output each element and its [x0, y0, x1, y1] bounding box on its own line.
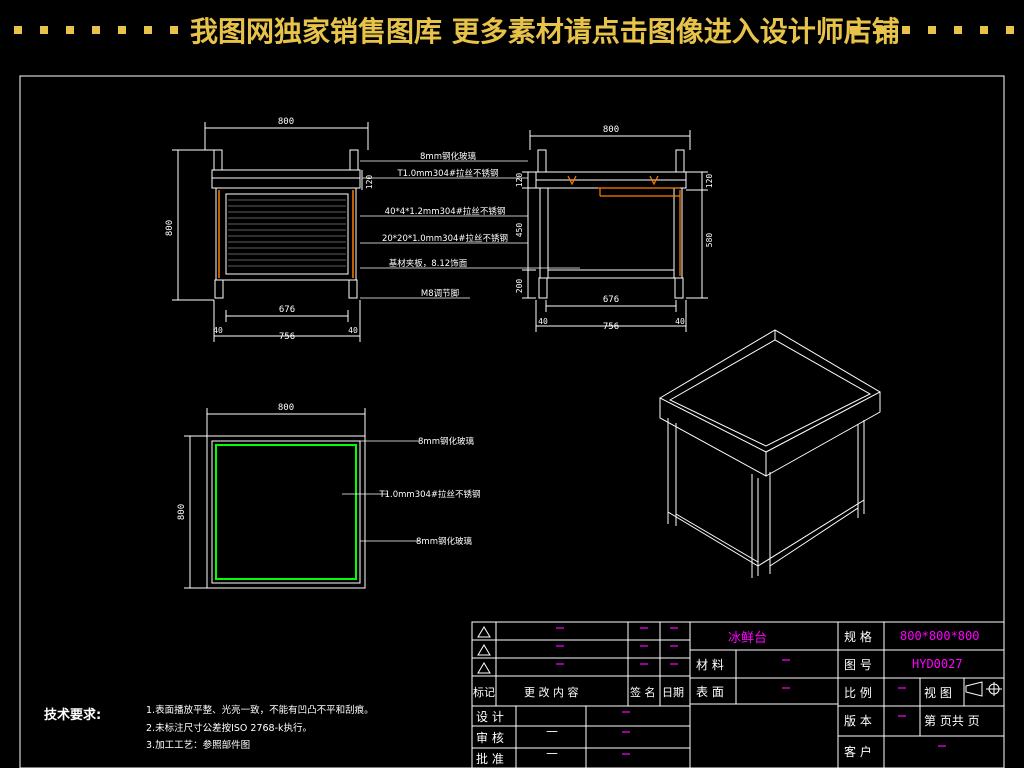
top-width-label: 800 — [278, 403, 294, 413]
banner-dot — [980, 26, 988, 34]
banner-dot — [170, 26, 178, 34]
change-label: 更 改 内 容 — [524, 686, 579, 699]
banner-dot — [1006, 26, 1014, 34]
tech-line-2: 2.未标注尺寸公差按ISO 2768-k执行。 — [146, 723, 312, 734]
mark-label: 标记 — [473, 686, 495, 699]
review-dash: — — [546, 724, 558, 738]
drawing-no-value: HYD0027 — [912, 657, 963, 671]
front-bottom-mid-label: 756 — [279, 332, 295, 342]
banner-dot — [14, 26, 22, 34]
design-label: 设 计 — [476, 710, 504, 724]
tech-line-3: 3.加工工艺：参照部件图 — [146, 740, 251, 751]
side-dim-left-top: 120 — [515, 173, 524, 188]
banner-dot — [40, 26, 48, 34]
page-label: 第 页共 页 — [924, 714, 980, 728]
side-bottom-right-label: 40 — [675, 317, 685, 326]
banner-dot — [850, 26, 858, 34]
tech-line-1: 1.表面播放平整、光亮一致，不能有凹凸不平和刮痕。 — [146, 705, 374, 716]
projection-symbol-icon — [965, 681, 1002, 697]
banner-dot — [144, 26, 152, 34]
sign-label: 签 名 — [630, 686, 656, 699]
side-dim-right-mid: 580 — [705, 233, 714, 248]
top-callout-glass: 8mm钢化玻璃 — [418, 436, 474, 447]
callout-steel-tube-40: 40*4*1.2mm304#拉丝不锈钢 — [385, 206, 506, 217]
front-view — [172, 122, 369, 301]
side-inner-detail — [567, 175, 681, 276]
side-width-label: 800 — [603, 125, 619, 135]
top-callout-steel: T1.0mm304#拉丝不锈钢 — [378, 489, 480, 500]
side-view — [522, 130, 708, 299]
banner-dot — [118, 26, 126, 34]
front-top-dim-label: 120 — [365, 175, 374, 190]
side-bottom-left-label: 40 — [538, 317, 548, 326]
top-banner: 我图网独家销售图库 更多素材请点击图像进入设计师店铺 — [0, 0, 1024, 64]
side-bottom-inner-label: 676 — [603, 295, 619, 305]
side-bottom-mid-label: 756 — [603, 322, 619, 332]
date-label: 日期 — [662, 686, 684, 699]
view-label: 视 图 — [924, 686, 952, 700]
banner-title[interactable]: 我图网独家销售图库 更多素材请点击图像进入设计师店铺 — [190, 15, 900, 48]
customer-label: 客 户 — [844, 745, 872, 759]
version-label: 版 本 — [844, 714, 872, 728]
side-dim-left-bottom: 200 — [515, 279, 524, 294]
scale-label: 比 例 — [844, 686, 872, 700]
spec-value: 800*800*800 — [900, 629, 980, 643]
approve-label: 批 准 — [476, 752, 504, 766]
title-block-grid — [471, 621, 1005, 768]
front-bottom-dims — [213, 300, 361, 342]
tech-title: 技术要求: — [44, 708, 102, 723]
banner-dot — [954, 26, 962, 34]
spec-label: 规 格 — [844, 630, 872, 644]
front-bottom-left-label: 40 — [213, 326, 223, 335]
callout-steel-sheet: T1.0mm304#拉丝不锈钢 — [396, 168, 498, 179]
front-bottom-inner-label: 676 — [279, 305, 295, 315]
revision-dashes — [556, 627, 946, 755]
material-label: 材 料 — [696, 658, 724, 672]
banner-dot — [876, 26, 884, 34]
revision-triangles — [477, 626, 491, 674]
approve-dash: — — [546, 746, 558, 760]
side-bottom-dims — [535, 300, 687, 332]
callout-plywood: 基材夹板，8.12饰面 — [389, 258, 468, 269]
side-dim-right-top: 120 — [705, 174, 714, 189]
callout-leaders — [360, 160, 580, 299]
top-view — [184, 408, 366, 589]
banner-dot — [66, 26, 74, 34]
top-callout-glass-2: 8mm钢化玻璃 — [416, 536, 472, 547]
banner-dot — [928, 26, 936, 34]
front-panel-hatch — [228, 199, 346, 267]
top-height-label: 800 — [177, 504, 187, 520]
top-glass-outline — [215, 444, 357, 580]
front-height-label: 800 — [165, 220, 175, 236]
banner-dot — [902, 26, 910, 34]
review-label: 审 核 — [476, 731, 504, 745]
side-dim-left-mid: 450 — [515, 223, 524, 238]
surface-label: 表 面 — [696, 685, 724, 699]
front-bottom-right-label: 40 — [348, 326, 358, 335]
isometric-view — [658, 329, 882, 578]
callout-steel-tube-20: 20*20*1.0mm304#拉丝不锈钢 — [382, 233, 508, 244]
callout-glass: 8mm钢化玻璃 — [420, 151, 476, 162]
callout-foot: M8调节脚 — [421, 288, 459, 299]
top-view-leaders — [342, 440, 420, 542]
drawing-frame — [19, 75, 1005, 768]
drawing-no-label: 图 号 — [844, 658, 872, 672]
product-name: 冰鲜台 — [728, 631, 768, 646]
front-width-label: 800 — [278, 117, 294, 127]
banner-dot — [92, 26, 100, 34]
